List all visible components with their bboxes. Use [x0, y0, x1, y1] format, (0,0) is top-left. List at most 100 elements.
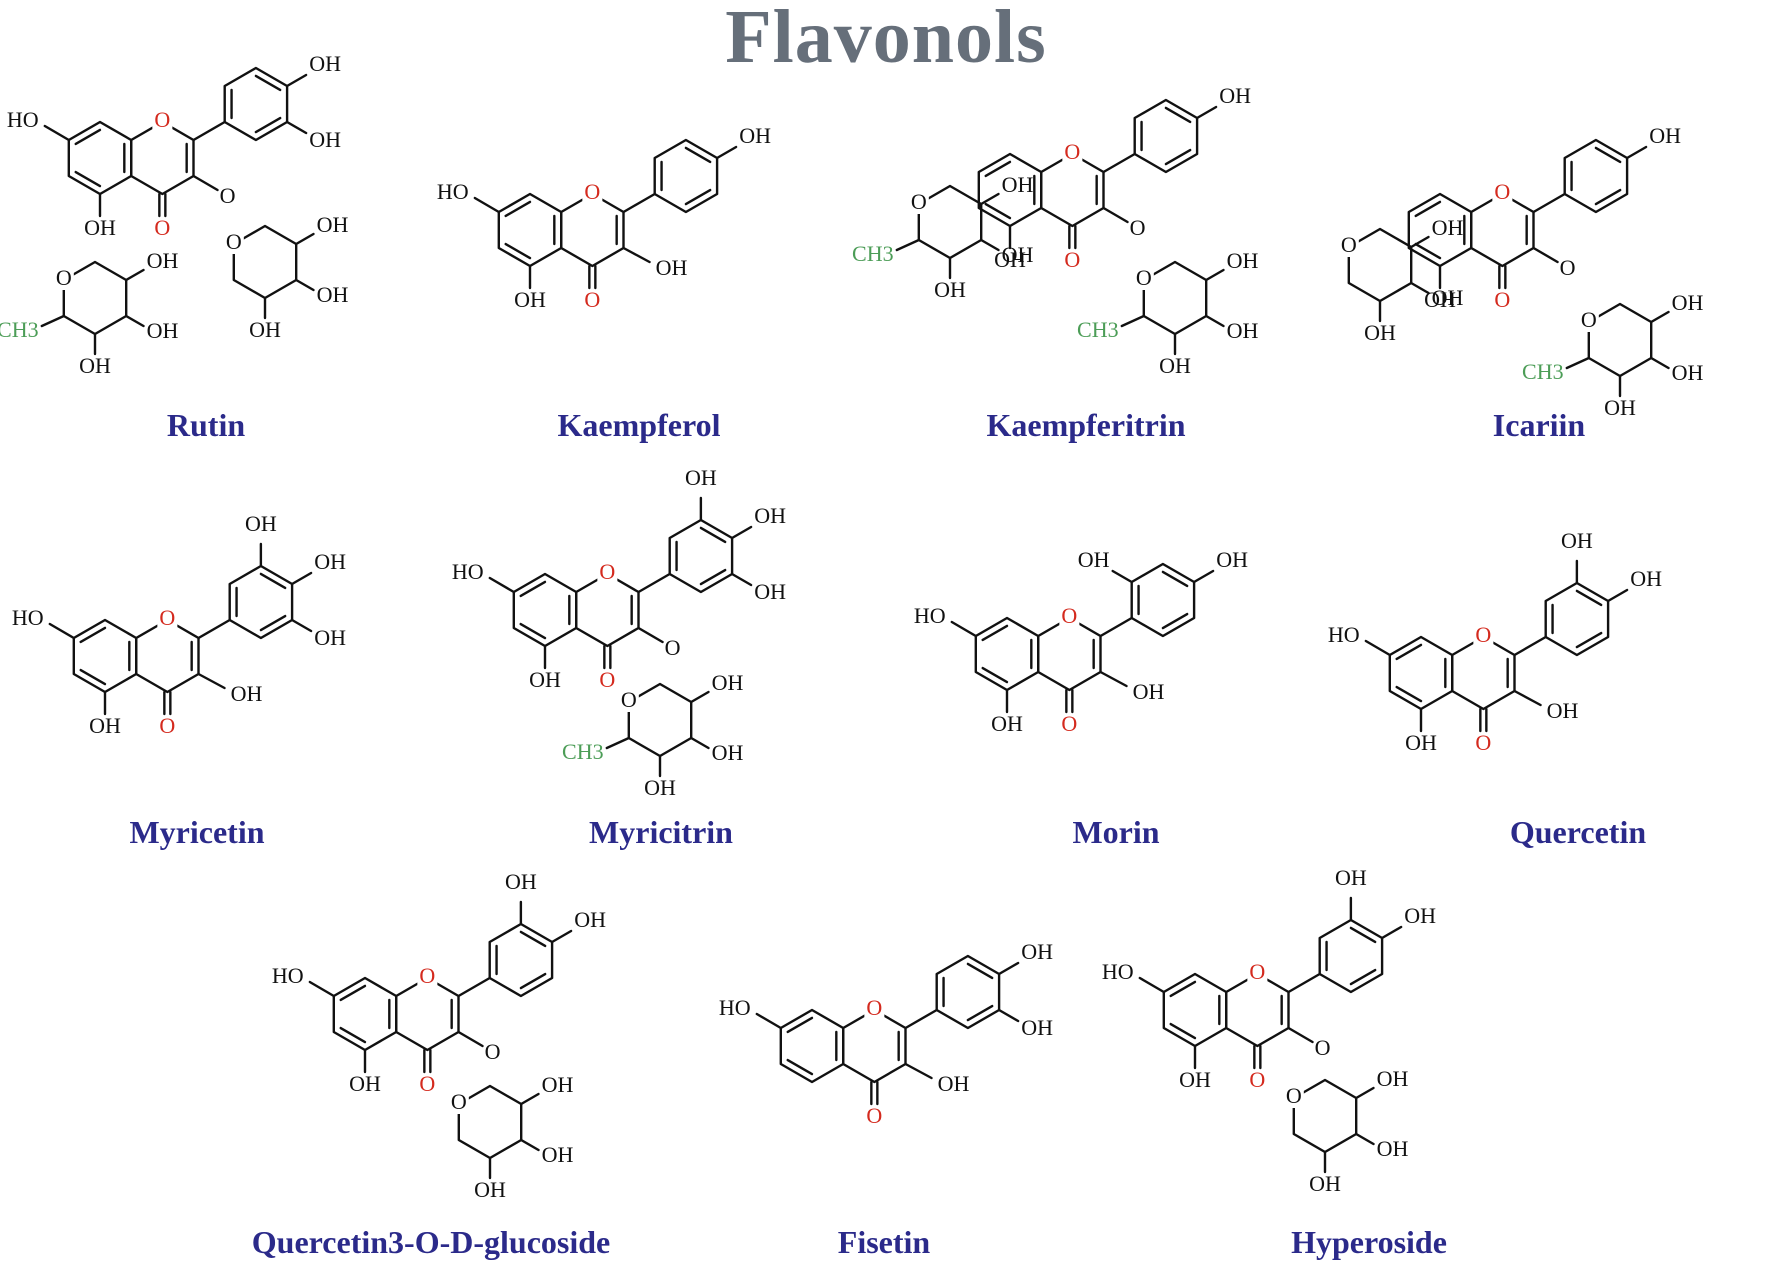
double-bond [519, 580, 547, 598]
sugar-hydroxyl-label: OH [1002, 172, 1034, 197]
carbonyl-oxygen-label: O [599, 667, 615, 692]
double-bond [519, 622, 547, 640]
bond [730, 525, 753, 540]
hydroxyl-7-label: HO [452, 559, 484, 584]
bond [48, 622, 76, 640]
sugar-hydroxyl-label: OH [1309, 1171, 1341, 1196]
hydroxyl-b-ring-label: OH [1335, 865, 1367, 890]
compound-name-myricitrin: Myricitrin [589, 814, 733, 850]
double-bond [1594, 188, 1622, 206]
aryl-bond [904, 1008, 938, 1030]
bond [1102, 206, 1129, 224]
aryl-bond [622, 192, 656, 214]
bond [1120, 314, 1146, 328]
sugar-hydroxyl-label: OH [147, 248, 179, 273]
hydroxyl-b-ring-label: OH [1078, 547, 1110, 572]
sugar-ring-oxygen-label: O [911, 189, 927, 214]
label-mask [152, 110, 173, 132]
compound-name-morin: Morin [1072, 814, 1160, 850]
b-ring [935, 954, 1001, 1030]
double-bond [1575, 631, 1603, 649]
bond [294, 232, 315, 246]
compound-name-quercetin-3-o-d-glucoside: Quercetin3-O-D-glucoside [251, 1224, 611, 1260]
bond [1649, 310, 1670, 324]
compound-name-kaempferitrin: Kaempferitrin [986, 407, 1186, 443]
sugar-hydroxyl-label: OH [712, 740, 744, 765]
sugar-hydroxyl-label: OH [1377, 1136, 1409, 1161]
sugar-hydroxyl-label: OH [79, 353, 111, 378]
double-bond [79, 626, 107, 644]
carbonyl-oxygen-label: O [1061, 711, 1077, 736]
glycosidic-oxygen-label: O [220, 183, 236, 208]
sugar-hydroxyl-label: OH [249, 317, 281, 342]
bond [1409, 235, 1430, 249]
hydroxyl-b-ring-label: OH [1021, 939, 1053, 964]
ring-oxygen-label: O [159, 605, 175, 630]
bond [285, 73, 308, 88]
bond [1099, 670, 1128, 688]
bond [192, 174, 219, 192]
sugar-hydroxyl-label: OH [1159, 353, 1191, 378]
c-ring [1450, 635, 1516, 711]
double-bond [1395, 643, 1423, 661]
ring-oxygen-label: O [584, 179, 600, 204]
hydroxyl-b-ring-label: OH [1561, 528, 1593, 553]
double-bond [1349, 968, 1377, 986]
bond [689, 736, 710, 750]
bond [1354, 1132, 1375, 1146]
sugar-hydroxyl-label: OH [1432, 215, 1464, 240]
methyl-label: CH3 [562, 739, 604, 764]
double-bond [254, 74, 282, 92]
b-ring [1544, 581, 1610, 657]
double-bond [684, 188, 712, 206]
carbonyl-oxygen-label: O [1249, 1067, 1265, 1092]
label-mask [417, 966, 438, 988]
hydroxyl-7-label: HO [437, 179, 469, 204]
c-ring [1039, 152, 1105, 228]
b-ring [488, 922, 554, 998]
double-bond [1161, 612, 1189, 630]
bond [197, 672, 226, 690]
bond [1287, 1026, 1314, 1044]
bond [1195, 105, 1218, 120]
sugar-ring-oxygen-label: O [56, 265, 72, 290]
label-mask [448, 1092, 469, 1114]
carbonyl-oxygen-label: O [1064, 247, 1080, 272]
aryl-bond [192, 120, 226, 142]
hydroxyl-b-ring-label: OH [739, 123, 771, 148]
bond [622, 246, 651, 264]
a-ring [67, 120, 133, 196]
hydroxyl-7-label: HO [7, 107, 39, 132]
aryl-bond [1102, 152, 1136, 174]
sugar-hydroxyl-label: OH [1672, 290, 1704, 315]
aryl-bond [637, 572, 671, 594]
a-ring [974, 616, 1040, 692]
glycosidic-oxygen-label: O [1130, 215, 1146, 240]
double-bond [684, 146, 712, 164]
sugar-hydroxyl-label: OH [1364, 320, 1396, 345]
double-bond [519, 930, 547, 948]
a-ring [779, 1008, 845, 1084]
double-bond [1161, 570, 1189, 588]
double-bond [504, 242, 532, 260]
label-mask [1473, 625, 1494, 647]
bond [43, 124, 71, 142]
hydroxyl-5-label: OH [991, 711, 1023, 736]
b-ring [1133, 98, 1199, 174]
bond [285, 120, 308, 135]
hydroxyl-b-ring-label: OH [1649, 123, 1681, 148]
ring-oxygen-label: O [154, 107, 170, 132]
bond [755, 1012, 783, 1030]
glycosidic-oxygen-label: O [1315, 1035, 1331, 1060]
hydroxyl-5-label: OH [349, 1071, 381, 1096]
aryl-bond [457, 976, 491, 998]
bond [124, 314, 145, 328]
hydroxyl-7-label: HO [719, 995, 751, 1020]
double-bond [966, 1004, 994, 1022]
methyl-label: CH3 [1077, 317, 1119, 342]
c-ring [134, 618, 200, 694]
sugar-hydroxyl-label: OH [147, 318, 179, 343]
hydroxyl-7-label: HO [272, 963, 304, 988]
label-mask [1059, 606, 1080, 628]
